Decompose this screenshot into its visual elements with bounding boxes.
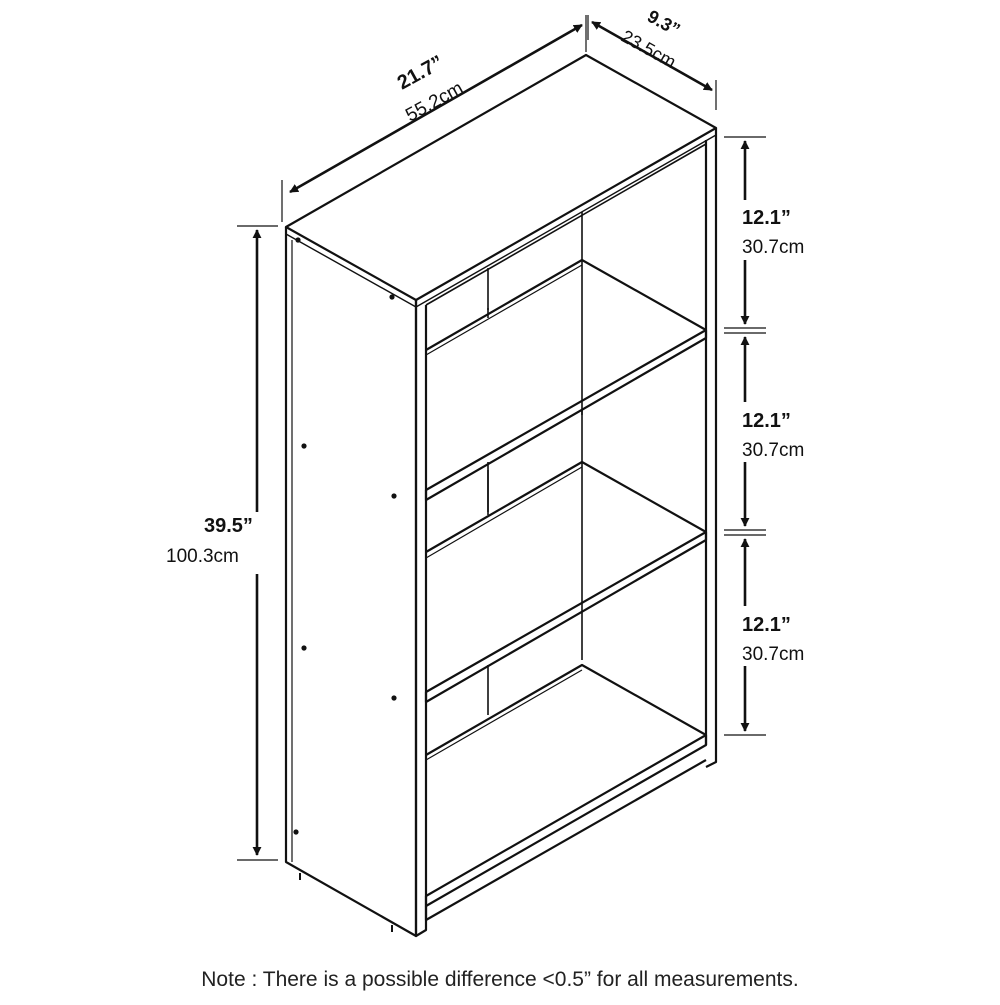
spacing-label-mask-3 [738,606,828,666]
top-panel-front-edge [285,134,717,308]
shelf-spacing-2-inches: 12.1” [742,410,791,432]
cam-lock-dots [293,237,397,835]
back-panel [425,143,707,660]
right-side-panel [704,128,718,768]
measurement-note: Note : There is a possible difference <0… [201,968,799,991]
shelf-spacing-2-cm: 30.7cm [742,440,804,461]
height-cm-label: 100.3cm [166,546,239,567]
depth-dimension [587,15,717,110]
shelf-spacing-3-inches: 12.1” [742,614,791,636]
depth-inches-label: 9.3” [644,6,683,40]
shelf-spacing-1-cm: 30.7cm [742,237,804,258]
spacing-label-mask-2 [738,402,828,462]
bookshelf-drawing [284,53,718,938]
shelf-1 [424,258,708,502]
width-dimension [281,15,587,222]
spacing-label-mask-1 [738,200,828,260]
left-side-panel [284,227,418,938]
height-inches-label: 39.5” [204,515,253,537]
base-plinth [424,759,707,922]
top-panel [284,53,718,302]
bottom-shelf [424,663,708,908]
shelf-2 [424,460,708,704]
shelf-spacing-1-inches: 12.1” [742,207,791,229]
shelf-spacing-3-cm: 30.7cm [742,644,804,665]
height-label-mask [228,512,268,574]
